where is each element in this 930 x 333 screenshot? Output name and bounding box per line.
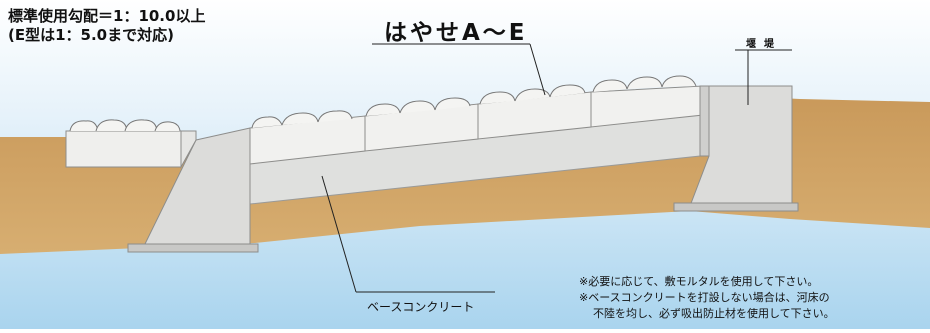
dam-label: 堰堤 (746, 39, 782, 50)
base-concrete-label: ベースコンクリート (367, 300, 475, 314)
stones-flat (69, 119, 181, 132)
note-no-base-concrete: ※ベースコンクリートを打設しない場合は、河床の (579, 291, 830, 304)
stones-slope (251, 75, 697, 129)
note-mortar: ※必要に応じて、敷モルタルを使用して下さい。 (579, 275, 819, 288)
type-e-gradient-note: (E型は1：5.0まで対応) (8, 26, 174, 44)
note-suction-prevention: 不陸を均し、必ず吸出防止材を使用して下さい。 (593, 307, 835, 320)
dam-footing (673, 202, 799, 212)
sloped-blocks (249, 85, 704, 165)
flat-block-divider (180, 130, 197, 169)
flat-block (65, 130, 182, 168)
base-leader-line (321, 175, 357, 293)
toe-wall-footing (127, 243, 259, 253)
product-label: はやせA～E (384, 20, 528, 46)
standard-gradient-title: 標準使用勾配＝1：10.0以上 (8, 7, 206, 25)
product-leader-line (529, 43, 546, 96)
dam-crest-edge (699, 85, 710, 157)
